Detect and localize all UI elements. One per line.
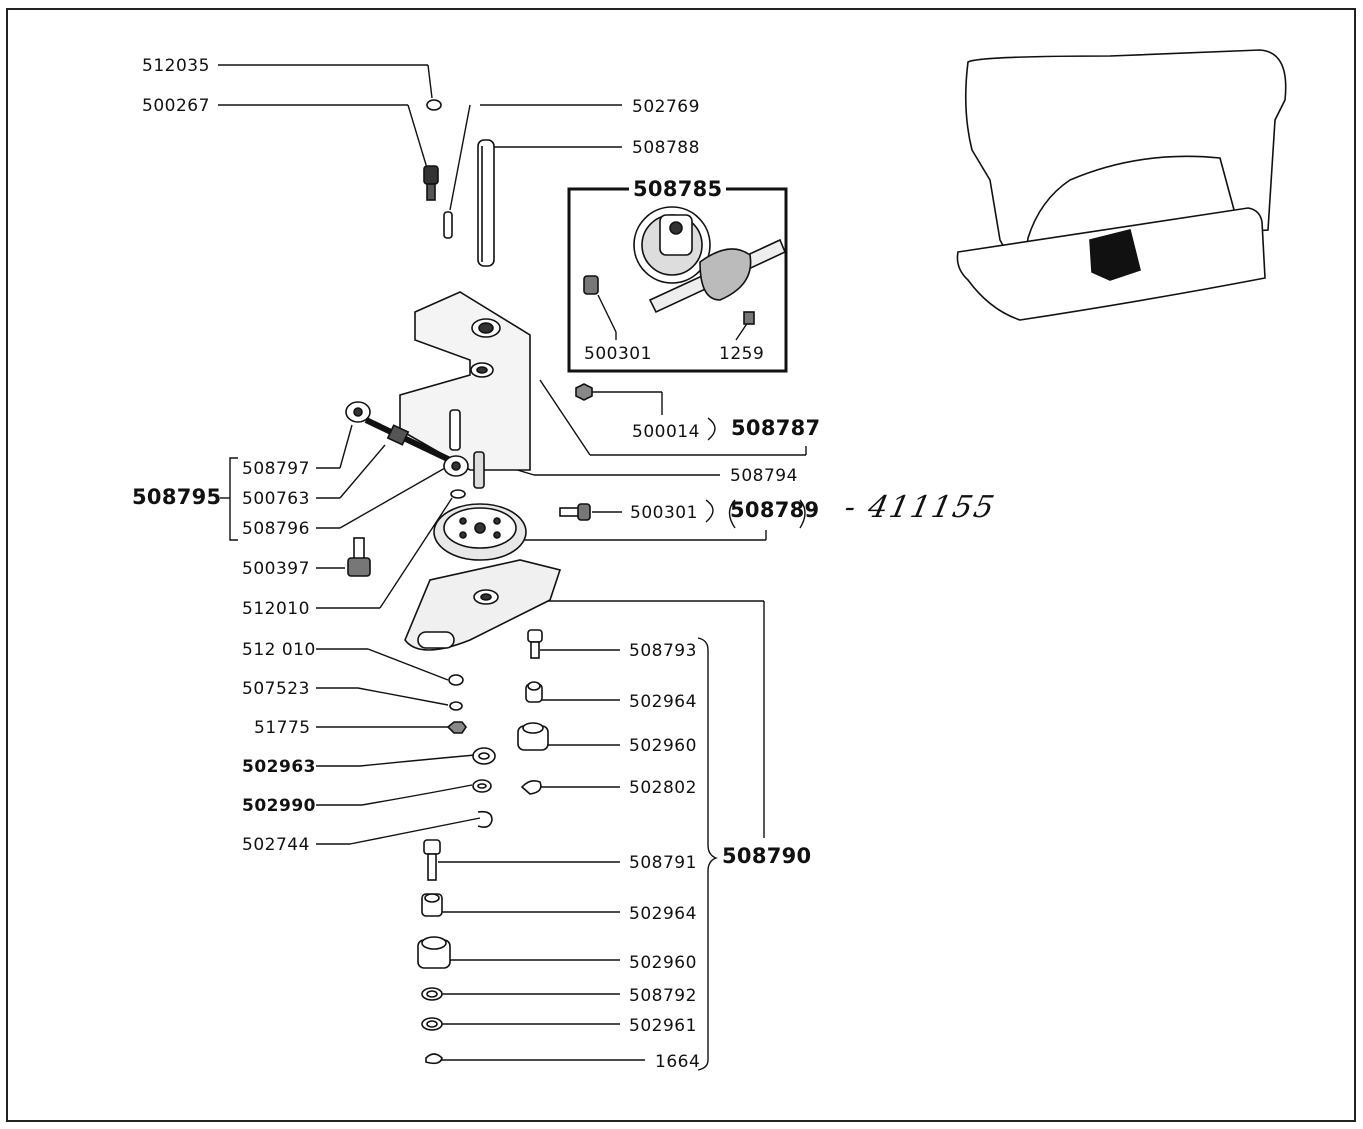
part-number-512035: 512035 (142, 56, 210, 76)
part-number-502961: 502961 (629, 1016, 697, 1036)
part-number-502769: 502769 (632, 97, 700, 117)
part-number-508785: 508785 (629, 179, 727, 200)
part-number-502963: 502963 (242, 757, 316, 777)
part-number-507523: 507523 (242, 679, 310, 699)
part-number-512010: 512010 (242, 599, 310, 619)
handwritten-note: - 411155 (841, 490, 999, 525)
part-number-502960-upper: 502960 (629, 736, 697, 756)
part-number-508791: 508791 (629, 853, 697, 873)
part-number-508794: 508794 (730, 466, 798, 486)
part-number-508793: 508793 (629, 641, 697, 661)
part-number-508787: 508787 (731, 416, 821, 440)
diagram-frame (6, 8, 1356, 1122)
part-number-500301-gear: 500301 (584, 344, 652, 364)
part-number-502960-lower: 502960 (629, 953, 697, 973)
part-number-500763: 500763 (242, 489, 310, 509)
part-number-500301: 500301 (630, 503, 698, 523)
part-number-502744: 502744 (242, 835, 310, 855)
part-number-1259: 1259 (719, 344, 765, 364)
part-number-508790: 508790 (722, 844, 812, 868)
part-number-508792: 508792 (629, 986, 697, 1006)
part-number-508795: 508795 (132, 485, 222, 509)
part-number-51775: 51775 (254, 718, 311, 738)
part-number-500397: 500397 (242, 559, 310, 579)
part-number-1664: 1664 (655, 1052, 701, 1072)
part-number-502964-upper: 502964 (629, 692, 697, 712)
part-number-508789: 508789 (730, 498, 820, 522)
part-number-500014: 500014 (632, 422, 700, 442)
part-number-508797: 508797 (242, 459, 310, 479)
part-number-500267: 500267 (142, 96, 210, 116)
part-number-508796: 508796 (242, 519, 310, 539)
part-number-508788: 508788 (632, 138, 700, 158)
part-number-502964-lower: 502964 (629, 904, 697, 924)
part-number-512-010: 512 010 (242, 640, 316, 660)
part-number-502990: 502990 (242, 796, 316, 816)
part-number-502802: 502802 (629, 778, 697, 798)
